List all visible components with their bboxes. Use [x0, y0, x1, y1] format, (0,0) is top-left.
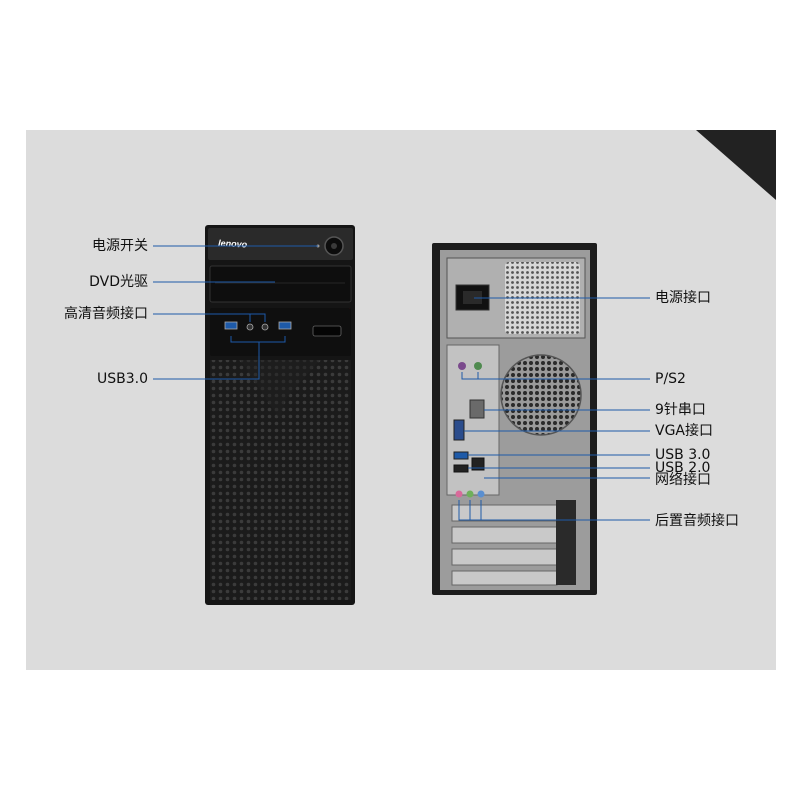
- label-front-usb30: USB3.0: [96, 371, 148, 387]
- label-rear-usb20: USB 2.0: [655, 460, 711, 476]
- label-power-switch: 电源开关: [92, 238, 148, 254]
- label-rear-audio: 后置音频接口: [655, 513, 739, 529]
- callout-lines: [153, 245, 650, 521]
- rear-mic-jack[interactable]: [455, 490, 463, 498]
- label-hd-audio: 高清音频接口: [64, 306, 148, 322]
- label-rear-usb30: USB 3.0: [655, 447, 711, 463]
- expansion-slots: [451, 500, 576, 586]
- label-vga: VGA接口: [655, 423, 714, 439]
- front-usb-left[interactable]: [224, 321, 238, 330]
- rear-fan: [500, 354, 582, 436]
- rear-usb20[interactable]: [453, 464, 469, 473]
- card-reader-slot[interactable]: [312, 325, 342, 337]
- label-ps2: P/S2: [655, 371, 686, 387]
- ps2-keyboard-port[interactable]: [458, 362, 466, 370]
- label-network: 网络接口: [655, 472, 711, 488]
- label-serial9: 9针串口: [655, 402, 706, 418]
- vga-port[interactable]: [453, 419, 465, 441]
- background-panel: [26, 130, 776, 670]
- corner-decoration: [696, 130, 776, 200]
- rear-line-out-jack[interactable]: [466, 490, 474, 498]
- ethernet-port[interactable]: [471, 457, 485, 471]
- label-power-connector: 电源接口: [655, 290, 711, 306]
- dvd-drive[interactable]: [209, 265, 352, 303]
- rear-tower: [432, 243, 597, 595]
- front-mic-jack[interactable]: [261, 323, 269, 331]
- serial-port[interactable]: [469, 399, 485, 419]
- label-dvd-drive: DVD光驱: [89, 274, 148, 290]
- front-headphone-jack[interactable]: [246, 323, 254, 331]
- rear-usb30[interactable]: [453, 451, 469, 460]
- brand-logo: lenovo: [218, 238, 248, 250]
- rear-line-in-jack[interactable]: [477, 490, 485, 498]
- front-tower: lenovo: [205, 225, 355, 605]
- front-usb-right[interactable]: [278, 321, 292, 330]
- ps2-mouse-port[interactable]: [474, 362, 482, 370]
